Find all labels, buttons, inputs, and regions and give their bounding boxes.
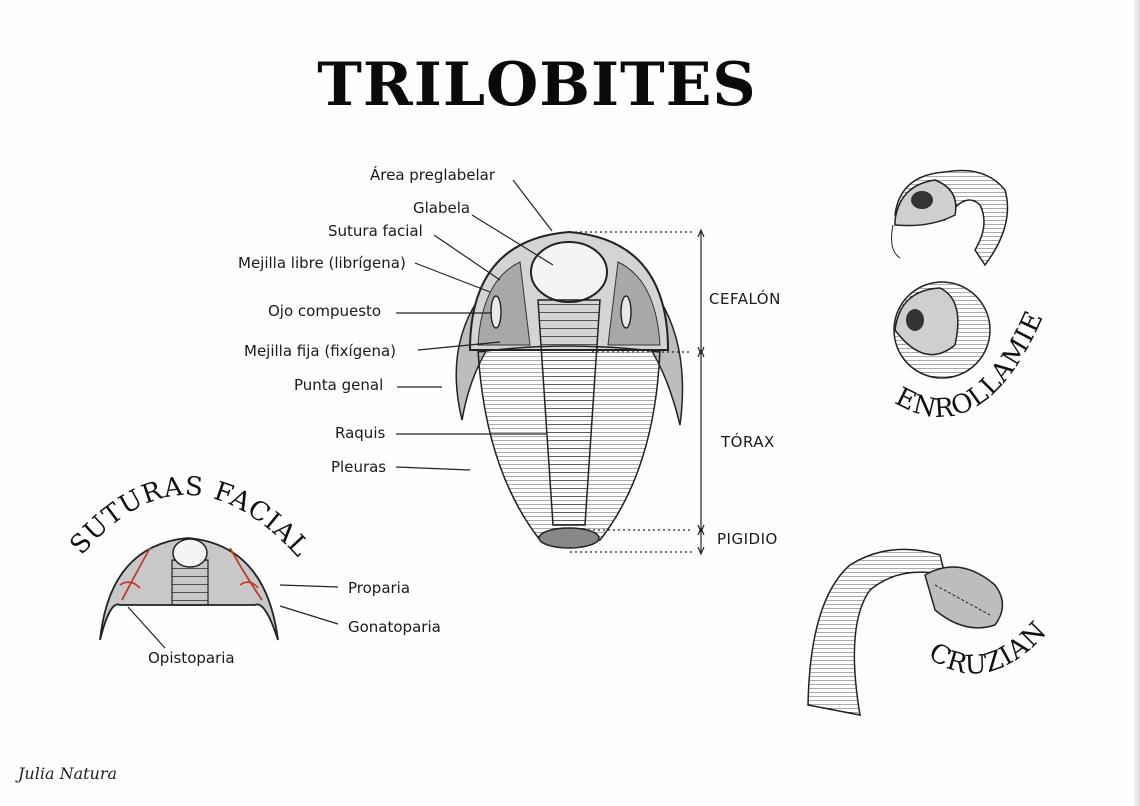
pygidium	[538, 527, 600, 549]
author-signature: Julia Natura	[18, 764, 118, 783]
leader-lines	[395, 179, 554, 471]
label-pleuras: Pleuras	[331, 458, 387, 476]
page-edge	[1134, 0, 1140, 806]
enrolled-trilobite-side	[891, 169, 1009, 267]
label-gonatoparia: Gonatoparia	[348, 618, 441, 636]
segment-cefalon: CEFALÓN	[709, 290, 781, 308]
label-ojo-compuesto: Ojo compuesto	[268, 302, 382, 320]
label-mejilla-fija: Mejilla fija (fixígena)	[244, 342, 397, 360]
label-area-preglabelar: Área preglabelar	[370, 166, 496, 184]
label-raquis: Raquis	[335, 424, 386, 442]
rachis	[537, 299, 601, 526]
label-proparia: Proparia	[348, 579, 411, 597]
segment-brackets	[570, 228, 705, 556]
label-glabela: Glabela	[413, 199, 471, 217]
trilobite-main-drawing	[455, 230, 684, 549]
facial-sutures-drawing	[99, 537, 279, 641]
label-opistoparia: Opistoparia	[148, 649, 235, 667]
suture-leader-lines	[127, 584, 339, 649]
segment-pigidio: PIGIDIO	[717, 530, 778, 548]
page-title: TRILOBITES	[317, 50, 757, 120]
label-punta-genal: Punta genal	[294, 376, 384, 394]
label-sutura-facial: Sutura facial	[328, 222, 423, 240]
glabella	[530, 241, 608, 303]
cruziana-drawing	[807, 548, 1004, 716]
segment-torax: TÓRAX	[721, 433, 775, 451]
label-mejilla-libre: Mejilla libre (librígena)	[238, 254, 406, 272]
enrolled-trilobite-front	[893, 281, 991, 379]
suturas-faciales-arc-label: SUTURAS FACIALES	[0, 0, 315, 563]
